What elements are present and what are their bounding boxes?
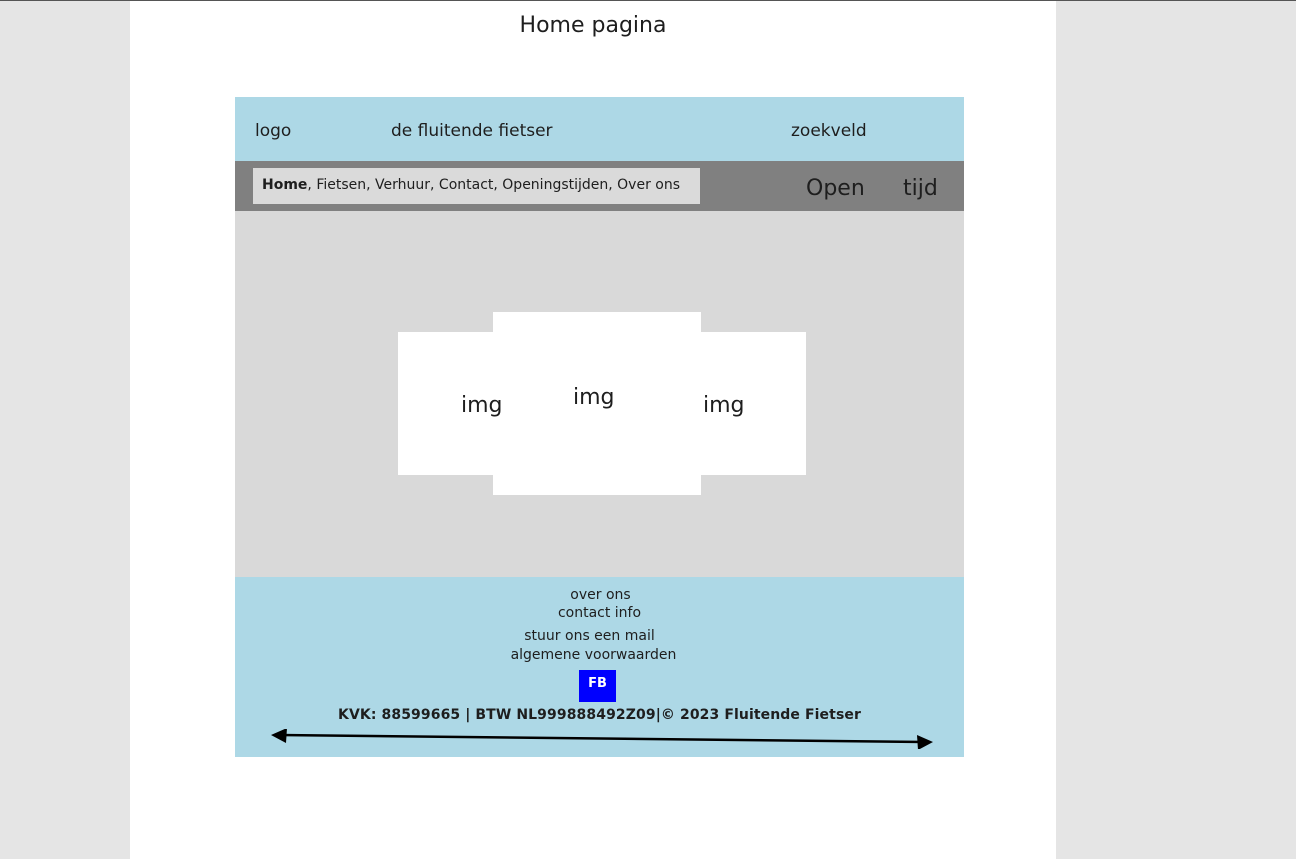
footer-link-over-ons[interactable]: over ons xyxy=(570,587,631,603)
nav-links-rest[interactable]: , Fietsen, Verhuur, Contact, Openingstij… xyxy=(307,177,681,193)
nav-link-home[interactable]: Home xyxy=(262,177,308,193)
site-footer: over ons contact info stuur ons een mail… xyxy=(235,577,964,757)
image-label-right: img xyxy=(703,393,745,418)
search-field[interactable]: zoekveld xyxy=(791,121,867,141)
facebook-button[interactable]: FB xyxy=(579,670,616,702)
site-name: de fluitende fietser xyxy=(391,121,553,141)
top-rule xyxy=(0,0,1296,1)
image-label-left: img xyxy=(461,393,503,418)
hero-carousel: img img img xyxy=(235,211,964,577)
footer-link-mail[interactable]: stuur ons een mail xyxy=(524,628,655,644)
logo[interactable]: logo xyxy=(255,121,292,141)
nav-links: Home, Fietsen, Verhuur, Contact, Opening… xyxy=(253,168,700,204)
site-mockup: logo de fluitende fietser zoekveld Home,… xyxy=(235,97,964,757)
image-placeholder-center[interactable] xyxy=(493,312,701,495)
image-label-center: img xyxy=(573,385,615,410)
site-header: logo de fluitende fietser zoekveld xyxy=(235,97,964,161)
double-arrow-icon xyxy=(271,729,933,749)
legal-info: KVK: 88599665 | BTW NL999888492Z09|© 202… xyxy=(338,707,861,723)
footer-link-voorwaarden[interactable]: algemene voorwaarden xyxy=(510,647,677,663)
page-title: Home pagina xyxy=(519,13,667,38)
wireframe-canvas: Home pagina logo de fluitende fietser zo… xyxy=(130,1,1056,859)
opening-time: tijd xyxy=(903,176,938,201)
opening-status: Open xyxy=(806,176,865,201)
nav-bar: Home, Fietsen, Verhuur, Contact, Opening… xyxy=(235,161,964,211)
footer-link-contact-info[interactable]: contact info xyxy=(557,605,642,621)
